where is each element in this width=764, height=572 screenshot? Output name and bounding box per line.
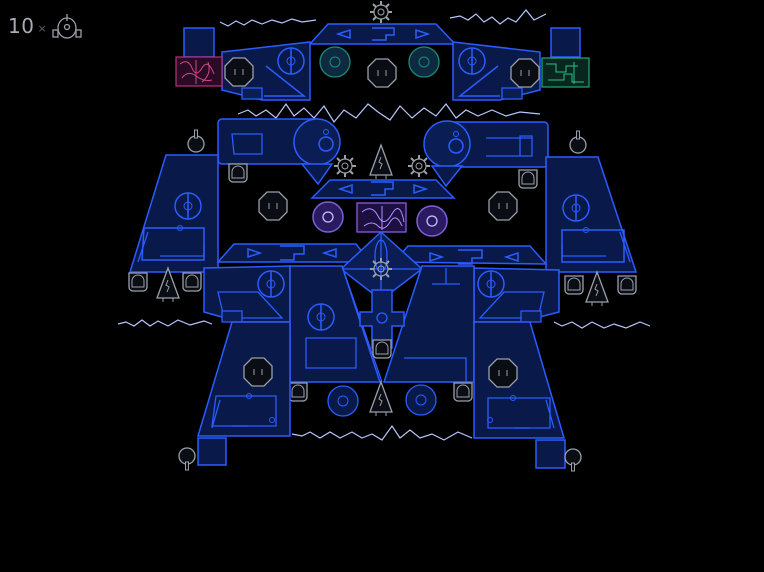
spike-turret: [369, 381, 393, 417]
gear-turret: [407, 154, 431, 178]
blue-port: [327, 385, 359, 417]
ships-remaining-count: 10: [8, 14, 35, 38]
pod-turret: [372, 339, 392, 359]
hud: 10 ×: [8, 12, 84, 40]
pod-turret: [518, 169, 538, 189]
right-cannon-arm: [423, 120, 549, 188]
violet-circuit-traces: [361, 206, 405, 230]
octagon-turret: [367, 58, 397, 88]
spike-turret: [585, 271, 609, 307]
octagon-turret: [488, 191, 518, 221]
pod-turret: [564, 275, 584, 295]
left-cannon-arm: [217, 118, 341, 186]
octagon-turret: [258, 191, 288, 221]
right-leg: [473, 321, 566, 439]
middle-bridge: [310, 179, 456, 199]
dial-icon: [277, 47, 305, 75]
pod-turret: [288, 382, 308, 402]
lower-left-wing: [203, 265, 291, 323]
spike-turret: [156, 267, 180, 303]
pod-turret: [128, 272, 148, 292]
knob-turret: [569, 130, 587, 154]
spike-turret: [369, 144, 393, 180]
player-ship-icon: [52, 14, 82, 39]
purple-port: [416, 205, 448, 237]
knob-turret: [187, 129, 205, 153]
multiplier-symbol: ×: [37, 21, 47, 35]
gear-turret: [333, 154, 357, 178]
corner-block: [183, 27, 215, 58]
knob-turret: [178, 447, 196, 471]
gear-turret: [369, 0, 393, 24]
dial-icon: [458, 47, 486, 75]
blue-port: [405, 384, 437, 416]
octagon-turret: [510, 58, 540, 88]
pod-turret: [228, 163, 248, 183]
lower-right-wing: [473, 267, 560, 323]
octagon-turret: [488, 358, 518, 388]
teal-port: [319, 46, 351, 78]
octagon-turret: [224, 57, 254, 87]
right-tower: [545, 156, 638, 273]
teal-port: [408, 46, 440, 78]
central-column: [289, 265, 475, 383]
corner-block: [550, 27, 581, 58]
top-bridge: [308, 23, 457, 45]
pod-turret: [182, 272, 202, 292]
left-tower: [128, 154, 219, 273]
pod-turret: [617, 275, 637, 295]
knob-turret: [564, 448, 582, 472]
core-diamond: [339, 230, 424, 301]
purple-port: [312, 201, 344, 233]
corner-block: [197, 437, 227, 466]
corner-block: [535, 439, 566, 469]
left-leg: [196, 321, 291, 437]
octagon-turret: [243, 357, 273, 387]
pod-turret: [453, 382, 473, 402]
electric-arcs: [117, 9, 651, 441]
